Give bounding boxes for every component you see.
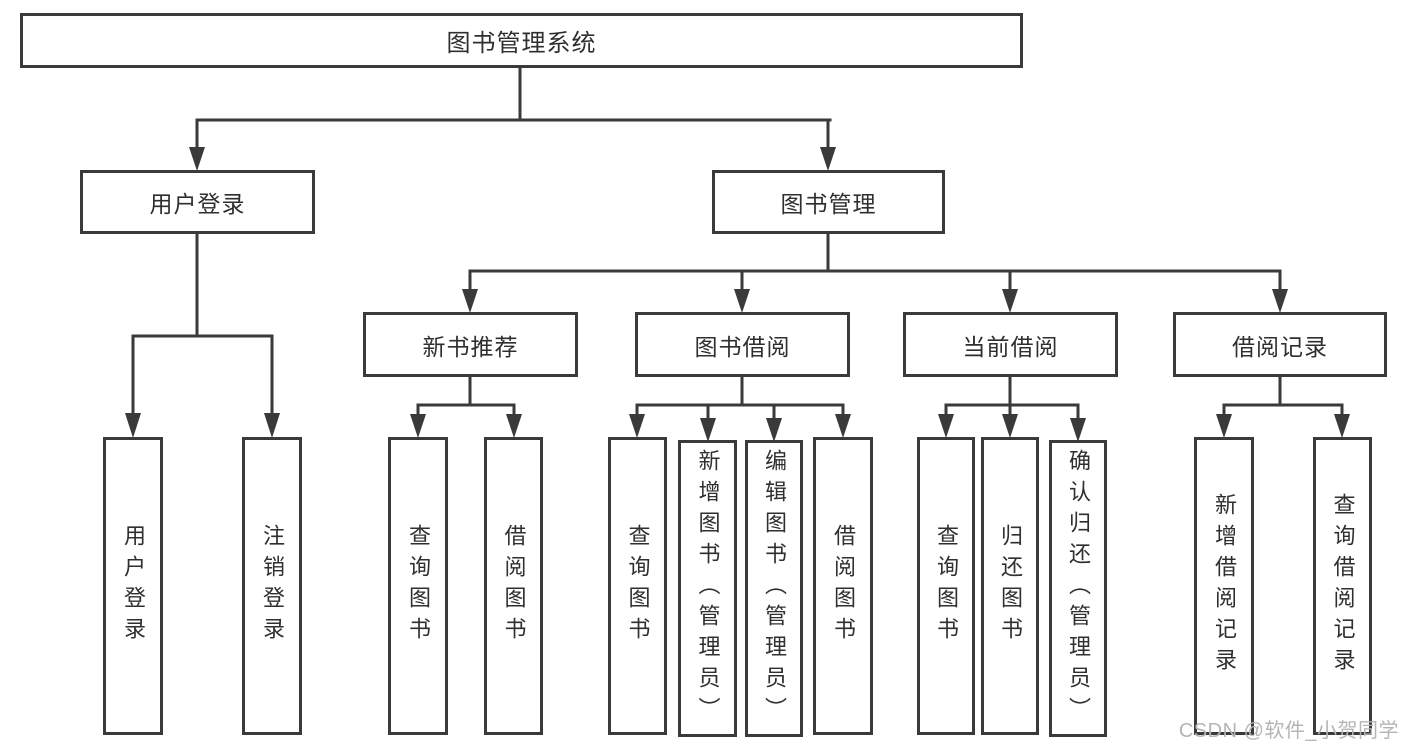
leaf-edit-book-admin-label: 编辑图书（管理员） (762, 449, 787, 728)
leaf-confirm-return-admin-label: 确认归还（管理员） (1066, 449, 1091, 728)
node-book-management-label: 图书管理 (780, 191, 877, 217)
leaf-edit-book-admin: 编辑图书（管理员） (745, 440, 803, 737)
leaf-add-book-admin-label: 新增图书（管理员） (695, 449, 721, 728)
node-borrowing-records-label: 借阅记录 (1232, 333, 1328, 360)
leaf-logout-label: 注销登录 (260, 524, 285, 648)
leaf-add-book-admin: 新增图书（管理员） (678, 440, 737, 737)
leaf-add-borrow-record-label: 新增借阅记录 (1212, 493, 1237, 679)
leaf-query-books-recommend-label: 查询图书 (406, 524, 431, 648)
leaf-query-books-borrowing-label: 查询图书 (625, 524, 651, 648)
leaf-confirm-return-admin: 确认归还（管理员） (1049, 440, 1107, 737)
node-root-system: 图书管理系统 (20, 13, 1023, 68)
node-current-borrowing: 当前借阅 (903, 312, 1118, 377)
node-book-borrowing: 图书借阅 (635, 312, 850, 377)
leaf-borrow-books-recommend: 借阅图书 (484, 437, 543, 735)
leaf-query-books-recommend: 查询图书 (388, 437, 448, 735)
node-book-management: 图书管理 (712, 170, 945, 234)
node-user-login-label: 用户登录 (149, 191, 246, 217)
leaf-borrow-books-borrowing: 借阅图书 (813, 437, 873, 735)
leaf-logout: 注销登录 (242, 437, 302, 735)
leaf-query-borrow-record: 查询借阅记录 (1313, 437, 1372, 735)
leaf-user-login-label: 用户登录 (121, 524, 146, 648)
leaf-query-books-current-label: 查询图书 (934, 524, 959, 648)
node-borrowing-records: 借阅记录 (1173, 312, 1387, 377)
node-new-book-recommend: 新书推荐 (363, 312, 578, 377)
leaf-query-books-current: 查询图书 (917, 437, 975, 735)
leaf-query-books-borrowing: 查询图书 (608, 437, 667, 735)
leaf-borrow-books-recommend-label: 借阅图书 (501, 524, 527, 648)
leaf-add-borrow-record: 新增借阅记录 (1194, 437, 1254, 735)
leaf-user-login: 用户登录 (103, 437, 163, 735)
leaf-return-books-label: 归还图书 (998, 524, 1023, 648)
node-user-login: 用户登录 (80, 170, 315, 234)
node-book-borrowing-label: 图书借阅 (694, 333, 791, 360)
node-current-borrowing-label: 当前借阅 (962, 333, 1059, 360)
leaf-return-books: 归还图书 (981, 437, 1039, 735)
leaf-borrow-books-borrowing-label: 借阅图书 (831, 524, 856, 648)
node-new-book-recommend-label: 新书推荐 (422, 333, 519, 360)
csdn-watermark: CSDN @软件_小贺同学 (1178, 720, 1399, 742)
node-root-system-label: 图书管理系统 (446, 30, 597, 57)
leaf-query-borrow-record-label: 查询借阅记录 (1330, 493, 1356, 679)
